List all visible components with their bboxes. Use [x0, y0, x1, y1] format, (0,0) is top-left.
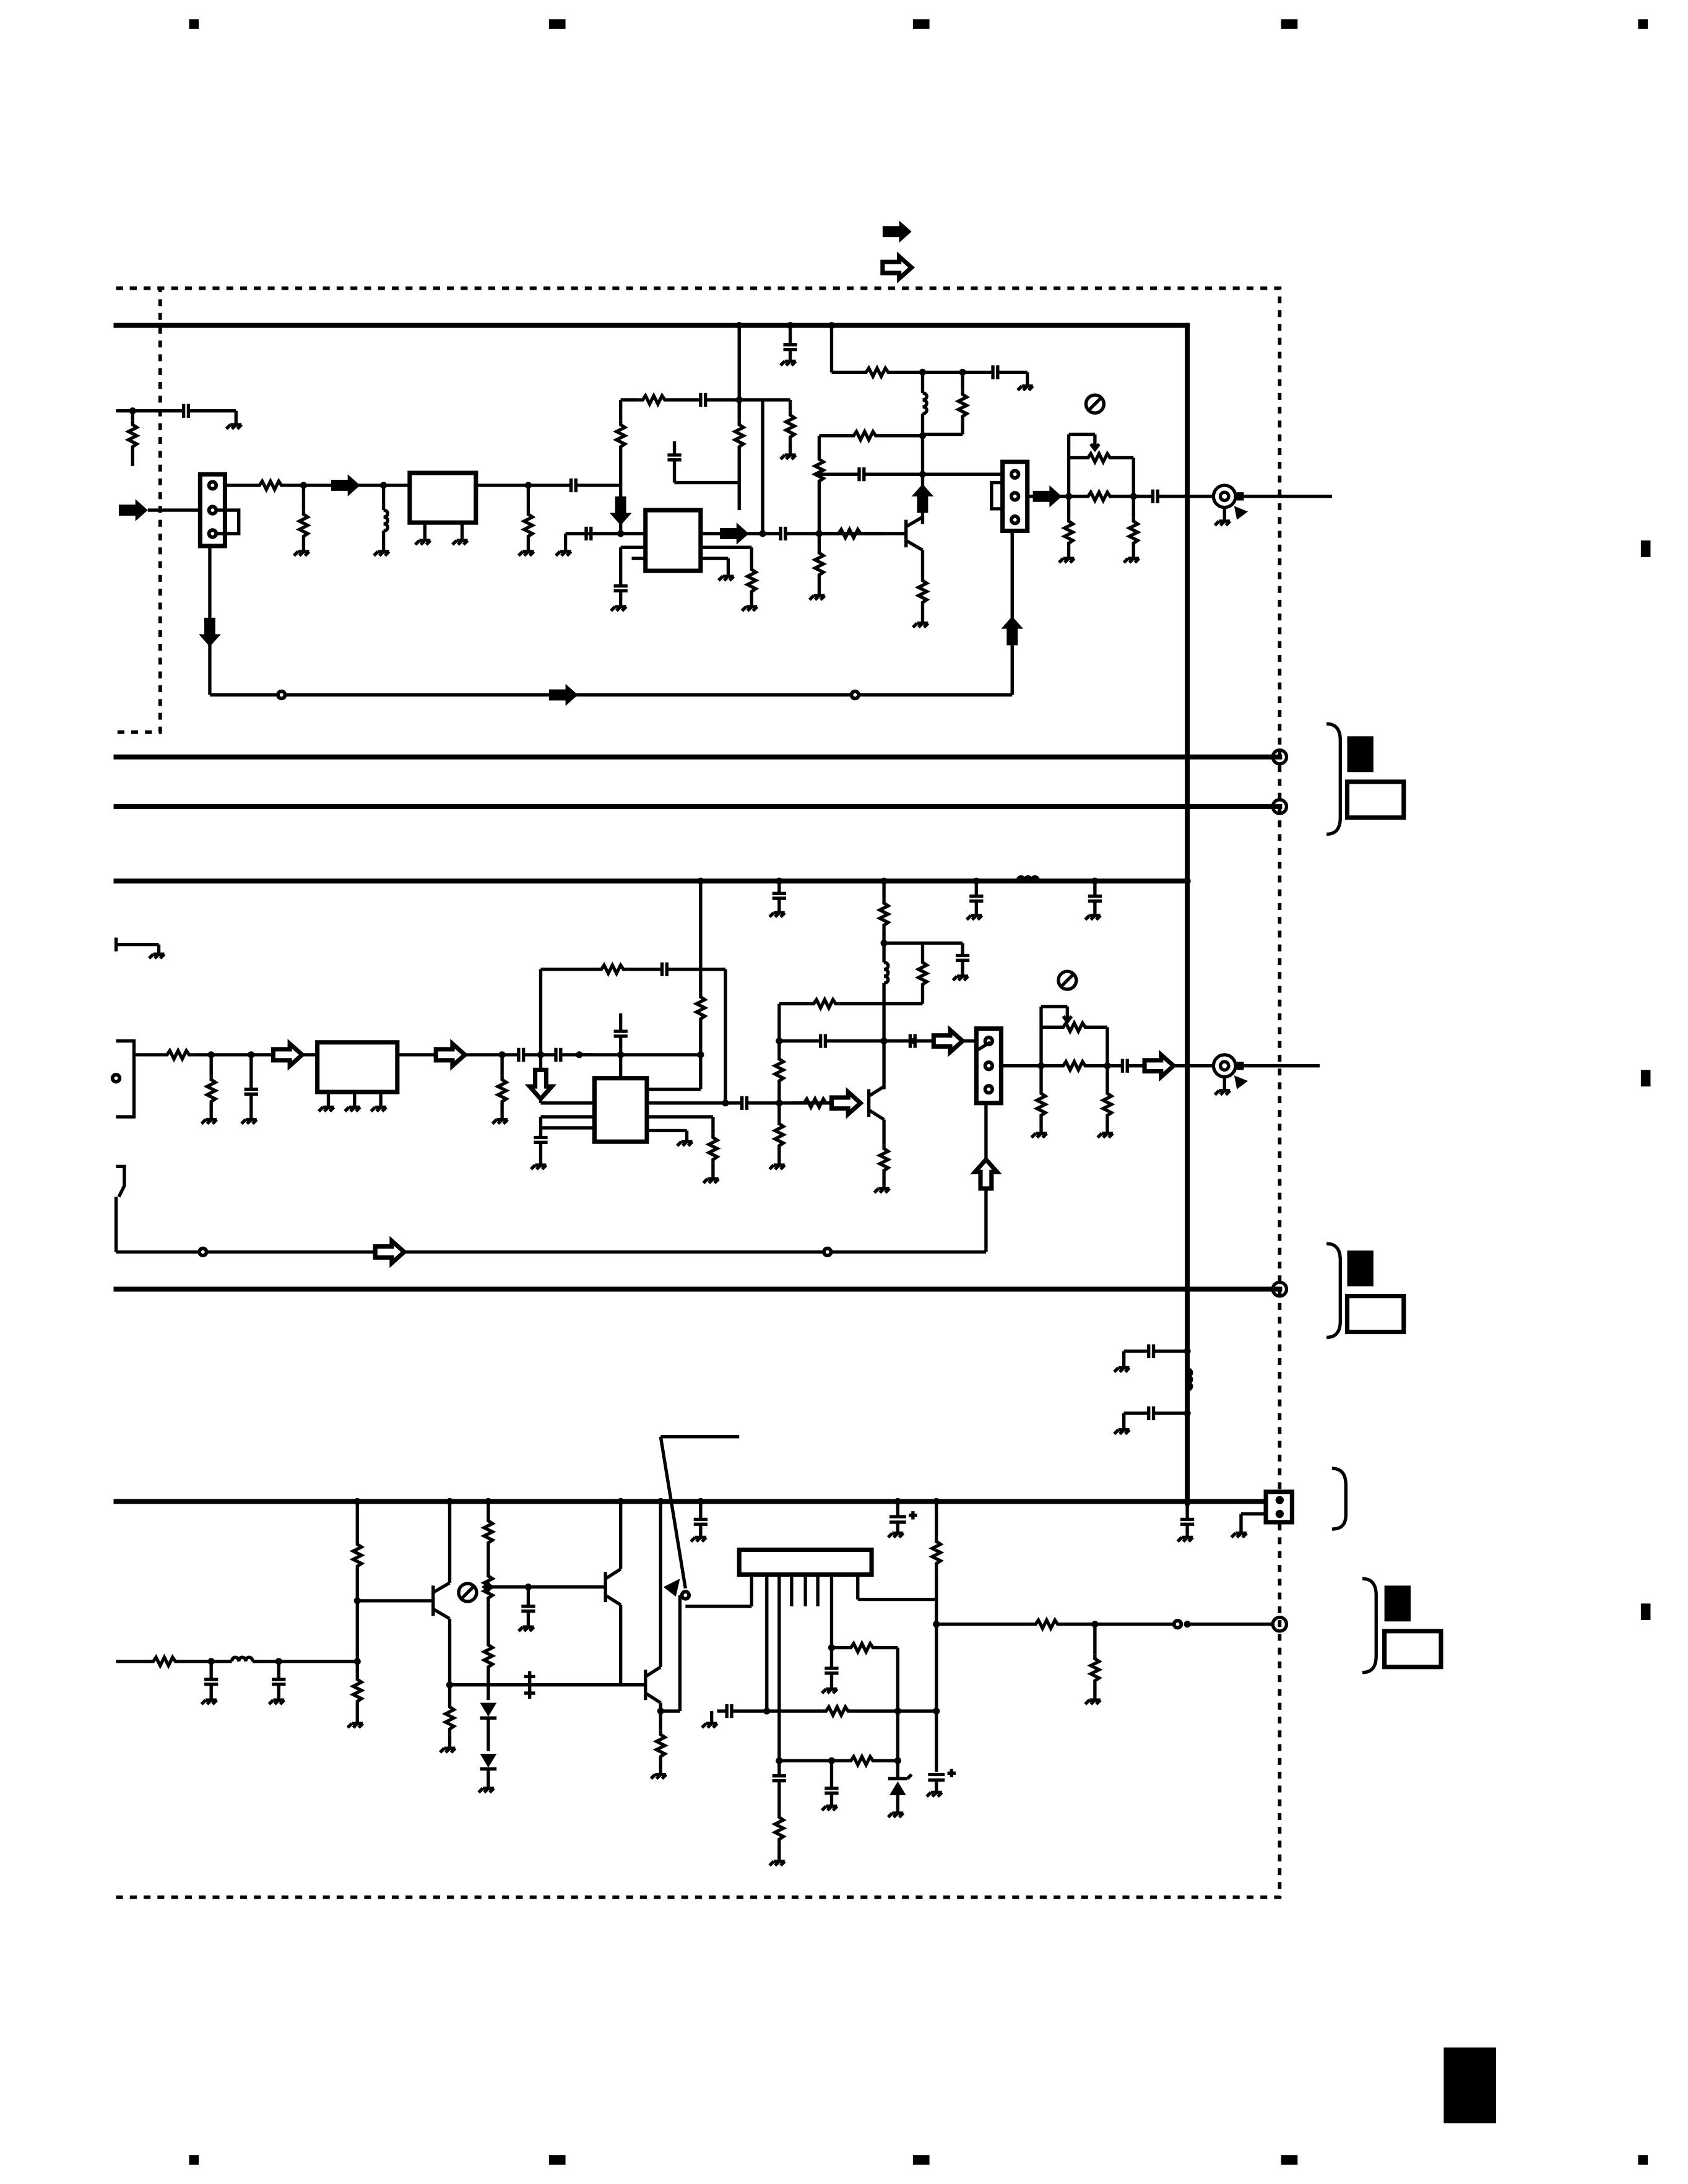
- registration-marks: [189, 19, 1651, 2165]
- filled-connector-block-icon: [1344, 1250, 1406, 1335]
- top-signal-section: [113, 322, 1332, 1506]
- middle-signal-section: [110, 877, 1320, 1263]
- legend: [883, 220, 912, 279]
- filled-connector-block-icon: [1382, 1585, 1443, 1670]
- power-filter: [1114, 1345, 1192, 1434]
- filled-signal-arrow-icon: [882, 220, 912, 243]
- connector-rails: [113, 722, 1378, 1675]
- bottom-power-section: [113, 1435, 1294, 1866]
- filled-connector-block-icon: [1344, 736, 1406, 820]
- hollow-signal-arrow-icon: [883, 256, 912, 279]
- black-page-tab-icon: [1443, 2047, 1496, 2123]
